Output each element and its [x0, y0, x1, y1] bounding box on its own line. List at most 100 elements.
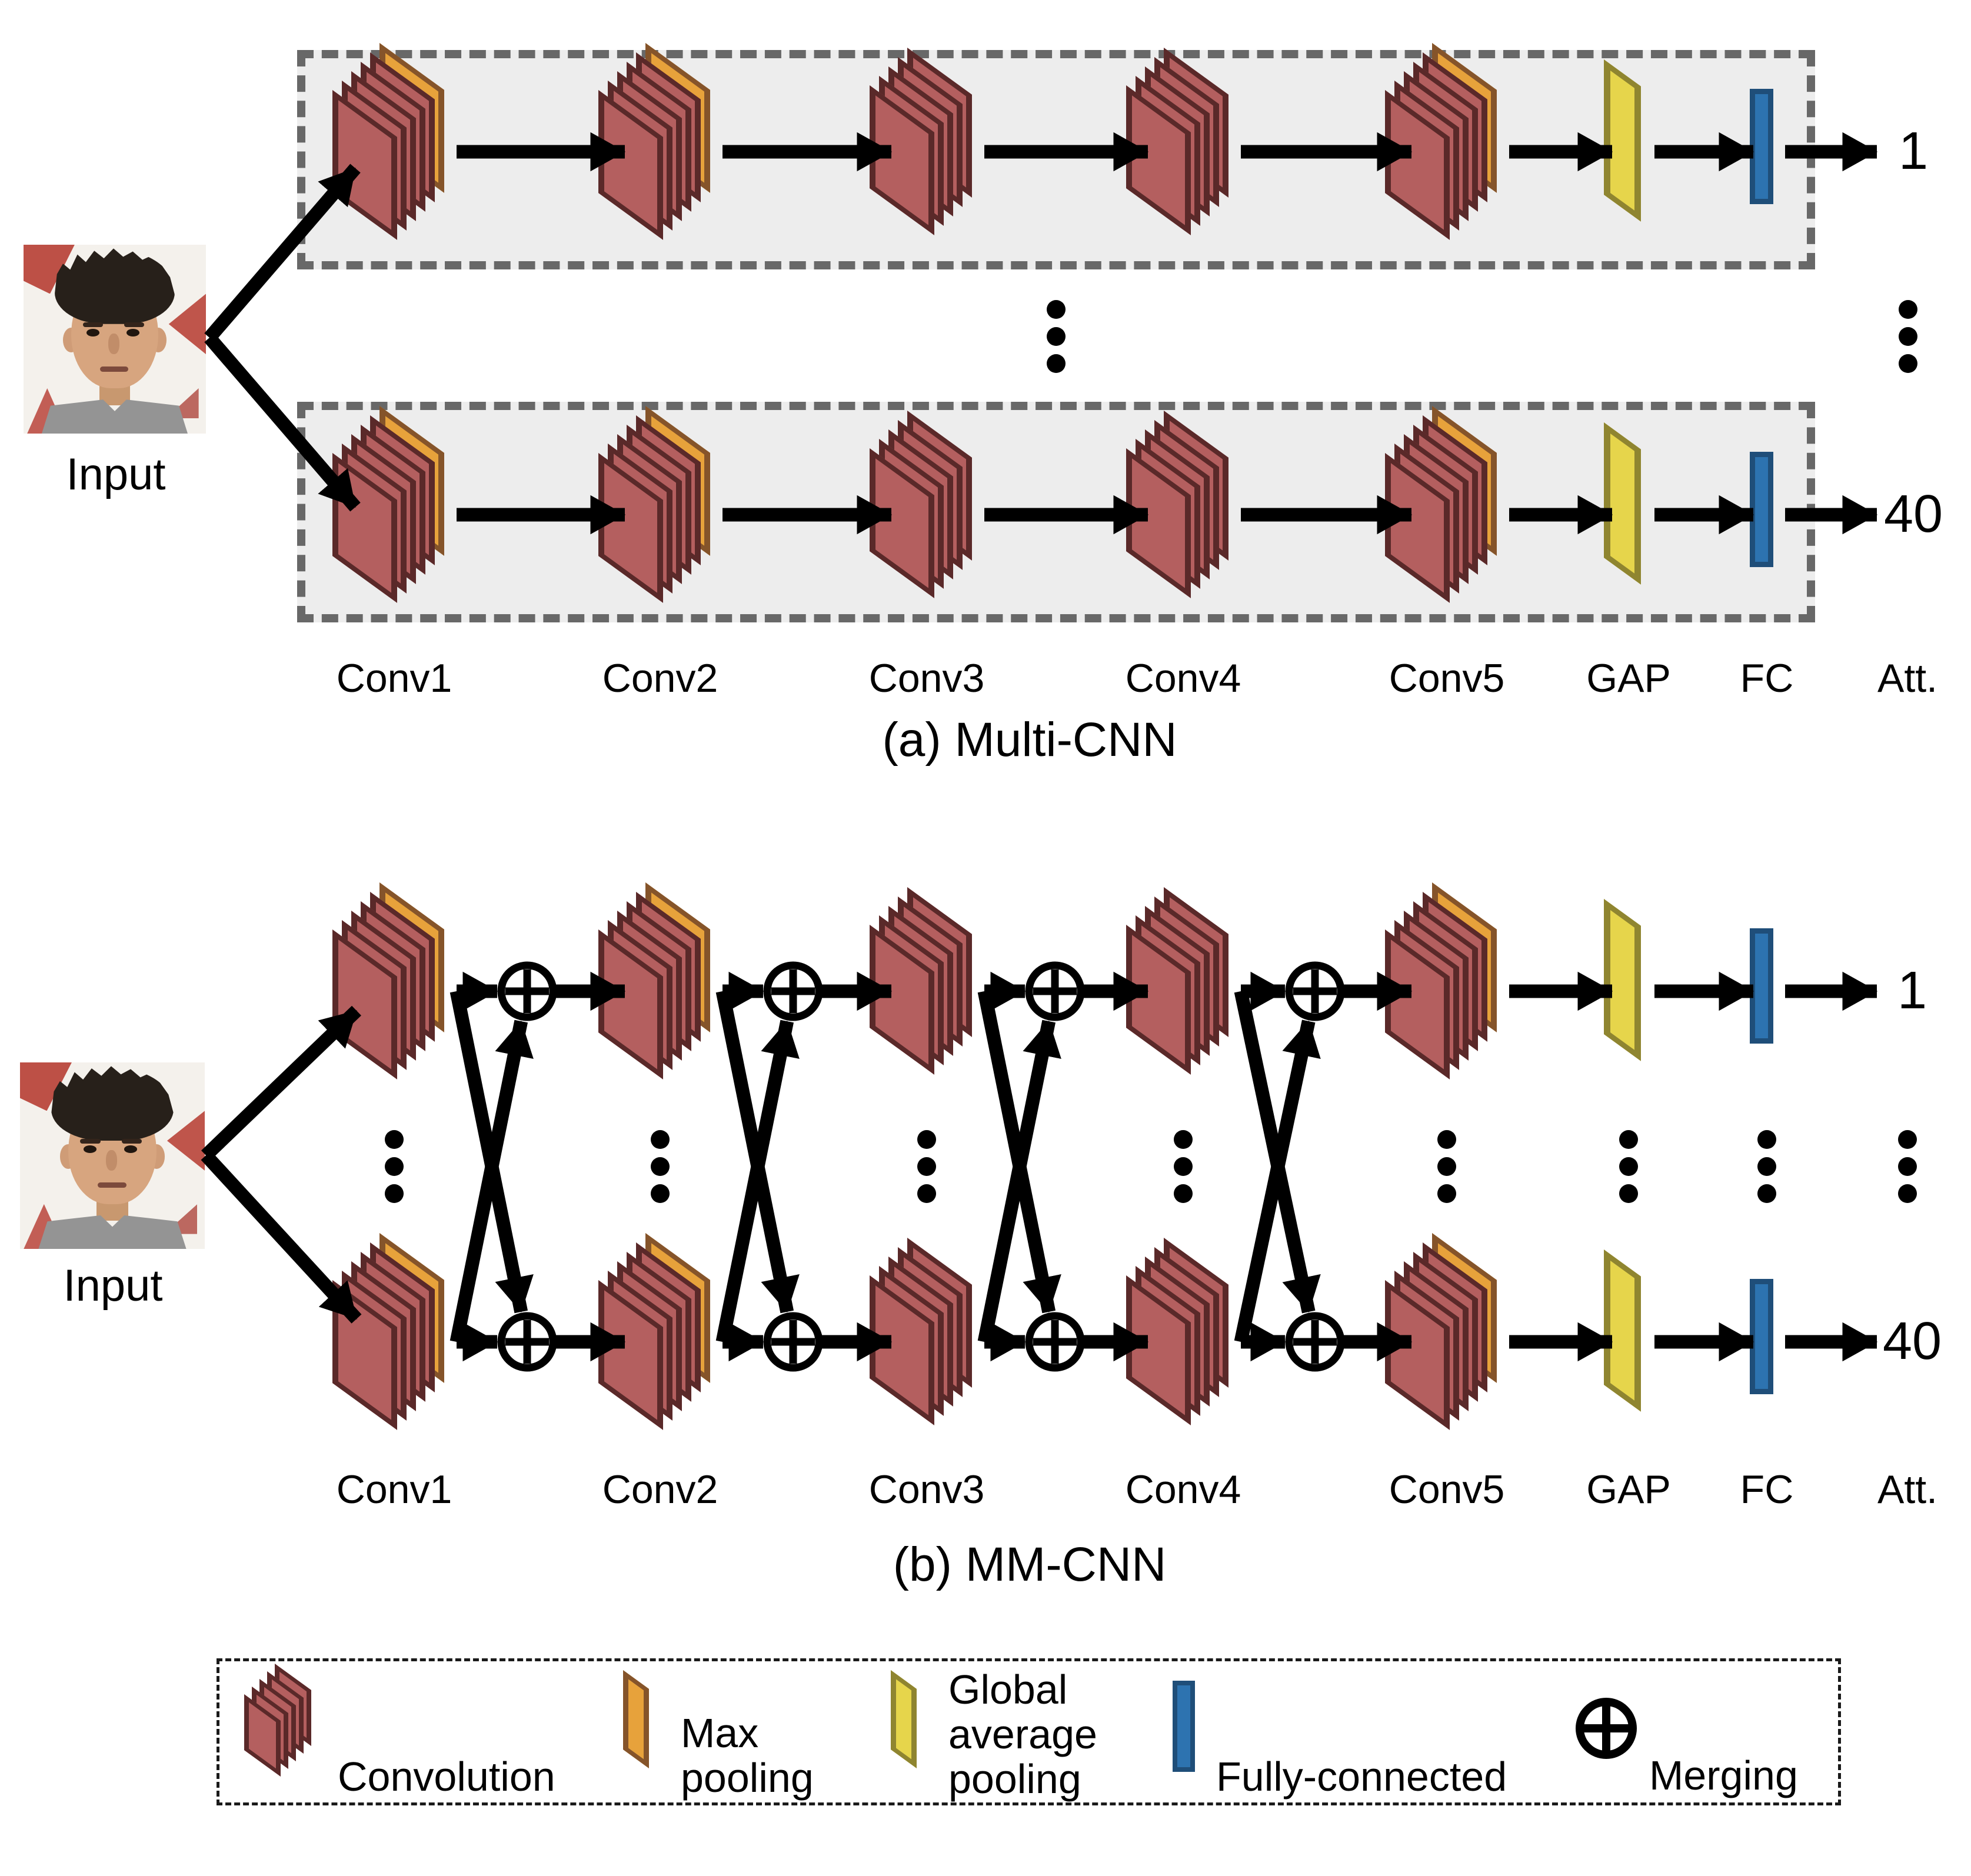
legend-label-global: Global [948, 1667, 1068, 1712]
conv-stack [1385, 43, 1509, 260]
global-average-pooling-sheet-wrap [1603, 899, 1654, 1084]
conv-stack [1126, 887, 1240, 1095]
cross-merge-arrow [715, 1019, 800, 1344]
caption-multi-cnn: (a) Multi-CNN [882, 713, 1177, 767]
vertical-ellipsis [1899, 300, 1917, 373]
stage-label-conv2: Conv2 [602, 656, 718, 701]
merge-node [763, 1312, 823, 1372]
merge-node [1285, 961, 1345, 1021]
eyebrow [124, 322, 144, 327]
conv-stack [1385, 406, 1509, 623]
stage-label-conv5: Conv5 [1389, 1467, 1505, 1512]
global-average-pooling-sheet [1603, 422, 1641, 585]
hair [51, 1066, 174, 1141]
legend-box [217, 1658, 1841, 1805]
conv-stack [870, 411, 984, 618]
conv-stack [1385, 882, 1509, 1099]
vertical-ellipsis [1619, 1130, 1638, 1203]
max-pooling-sheet [623, 1670, 649, 1768]
cross-merge-arrow [977, 1019, 1061, 1344]
vertical-ellipsis [1437, 1130, 1456, 1203]
stage-label-conv4: Conv4 [1125, 1467, 1241, 1512]
legend-label-fully-connected: Fully-connected [1216, 1754, 1507, 1800]
vertical-ellipsis [385, 1130, 404, 1203]
conv-stack [870, 48, 984, 255]
eye [86, 328, 99, 336]
stage-label-conv4: Conv4 [1125, 656, 1241, 701]
global-average-pooling-sheet [1603, 59, 1641, 222]
conv-stack [332, 1233, 456, 1450]
attribute-index-top: 1 [1897, 961, 1927, 1020]
eye [84, 1145, 97, 1153]
mouth [97, 1182, 126, 1188]
vertical-ellipsis [1898, 1130, 1917, 1203]
hair [54, 248, 175, 324]
legend-label-merging: Merging [1649, 1752, 1798, 1798]
merge-node [1285, 1312, 1345, 1372]
stage-label-conv3: Conv3 [868, 656, 985, 701]
vertical-ellipsis [1047, 300, 1066, 373]
conv-stack [598, 1233, 722, 1450]
merge-node [497, 1312, 557, 1372]
conv-stack [598, 406, 722, 623]
conv-stack [870, 1238, 984, 1445]
conv-stack [598, 882, 722, 1099]
global-average-pooling-sheet [1603, 1249, 1641, 1412]
fully-connected-layer [1750, 928, 1773, 1044]
attribute-index-bottom: 40 [1882, 1312, 1942, 1371]
multi-cnn-bottom-branch-box [297, 402, 1815, 622]
legend-label-convolution: Convolution [338, 1754, 555, 1800]
cross-merge-arrow [715, 989, 800, 1314]
cross-merge-arrow [977, 989, 1061, 1314]
conv-stack [1126, 411, 1240, 618]
merge-node [1025, 961, 1085, 1021]
legend-label-average: average [948, 1711, 1097, 1757]
caption-mm-cnn: (b) MM-CNN [893, 1538, 1167, 1591]
max-pooling-sheet-wrap [623, 1670, 660, 1787]
fully-connected-layer [1750, 452, 1773, 567]
cross-merge-arrow [450, 989, 534, 1314]
stage-label-fc: FC [1740, 656, 1794, 701]
conv-stack [244, 1664, 321, 1793]
legend-label-pooling: pooling [681, 1755, 814, 1801]
vertical-ellipsis [917, 1130, 936, 1203]
nose [108, 333, 119, 355]
global-average-pooling-sheet [1603, 899, 1641, 1061]
mouth [100, 366, 129, 372]
conv-stack [1126, 1238, 1240, 1445]
conv-stack [870, 887, 984, 1095]
stage-label-fc: FC [1740, 1467, 1794, 1512]
fully-connected-layer [1750, 89, 1773, 204]
legend-label-max: Max [681, 1710, 759, 1756]
stage-label-conv1: Conv1 [336, 656, 452, 701]
conv-stack [332, 882, 456, 1099]
attribute-index-bottom: 40 [1883, 485, 1943, 544]
global-average-pooling-sheet [891, 1670, 917, 1768]
cross-merge-arrow [1234, 1019, 1321, 1344]
input-label: Input [66, 449, 166, 499]
merge-node [497, 961, 557, 1021]
cross-merge-arrow [450, 1019, 534, 1344]
legend-label-gap-pooling: pooling [948, 1756, 1081, 1802]
fully-connected-layer [1173, 1680, 1195, 1772]
global-average-pooling-sheet-wrap [1603, 422, 1654, 607]
conv-stack [332, 43, 456, 260]
vertical-ellipsis [651, 1130, 670, 1203]
global-average-pooling-sheet-wrap [1603, 1249, 1654, 1434]
eye [126, 328, 139, 336]
fully-connected-layer [1750, 1279, 1773, 1394]
eyebrow [121, 1138, 142, 1144]
stage-label-att: Att. [1877, 1467, 1938, 1512]
stage-label-conv3: Conv3 [868, 1467, 985, 1512]
conv-stack [332, 406, 456, 623]
eyebrow [82, 322, 103, 327]
stage-label-conv2: Conv2 [602, 1467, 718, 1512]
multi-cnn-top-branch-box [297, 50, 1815, 269]
eye [124, 1145, 138, 1153]
stage-label-gap: GAP [1586, 1467, 1671, 1512]
vertical-ellipsis [1174, 1130, 1193, 1203]
stage-label-gap: GAP [1586, 656, 1671, 701]
conv-stack [598, 43, 722, 260]
